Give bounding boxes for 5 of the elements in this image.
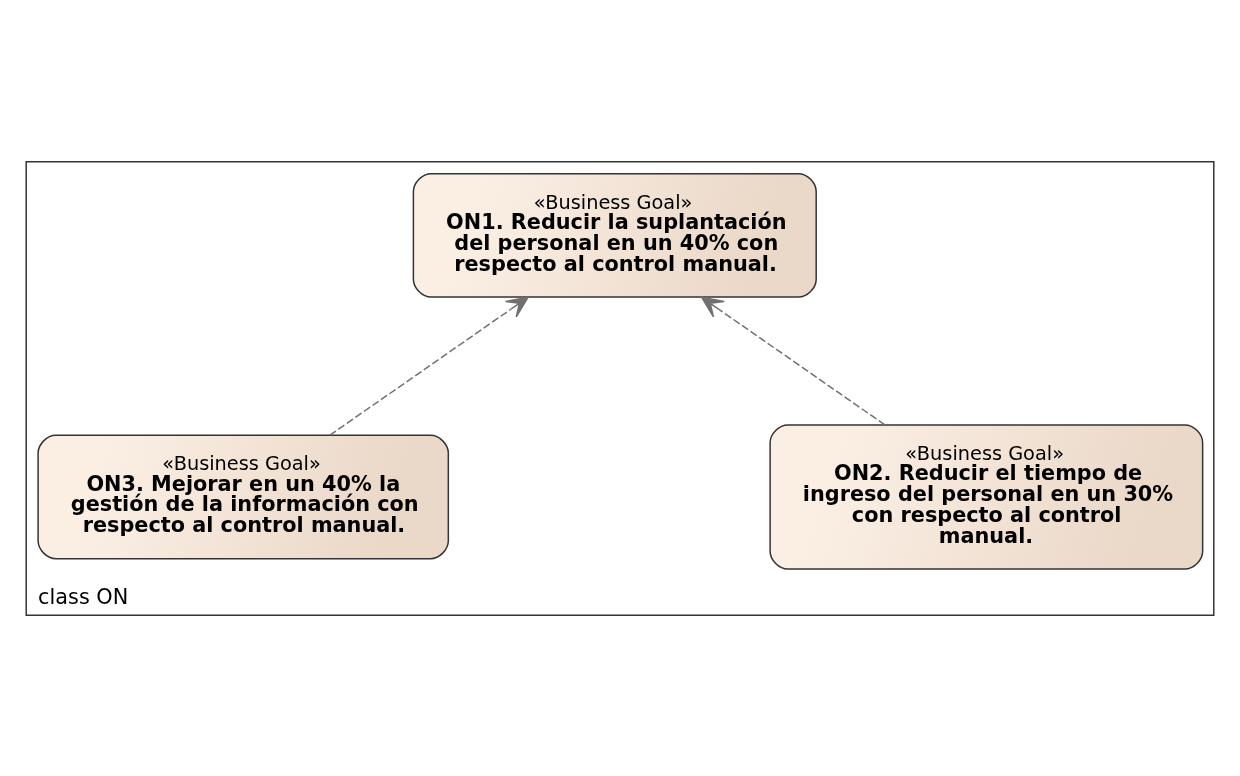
arrow: [329, 296, 529, 436]
node-box: «Business Goal» ON1. Reducir la suplantación del personal en un 40% con respecto al control manual.: [412, 172, 817, 298]
node-box: «Business Goal» ON2. Reducir el tiempo de ingreso del personal en un 30% con respecto al control manual.: [769, 423, 1204, 570]
node-box: «Business Goal» ON3. Mejorar en un 40% la gestión de la información con respecto al control manual.: [37, 434, 450, 559]
arrow: [700, 296, 886, 426]
